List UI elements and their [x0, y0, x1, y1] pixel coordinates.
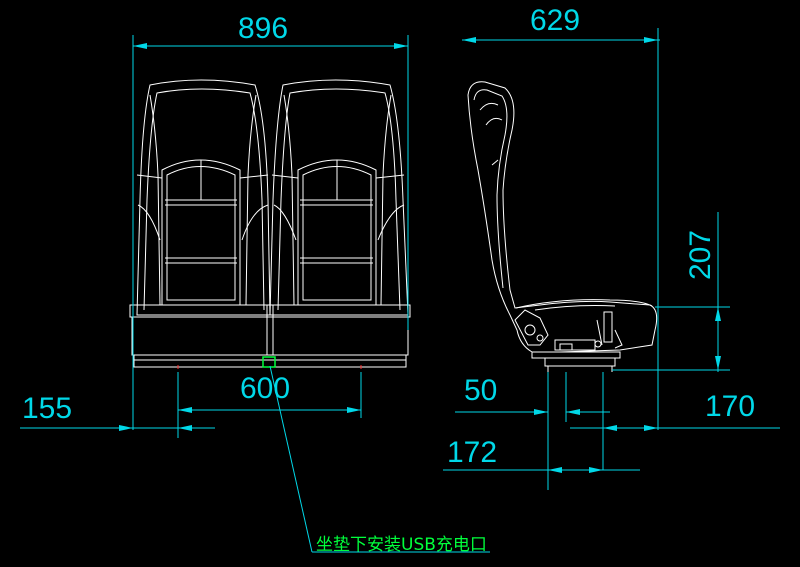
front-dimension-labels: 896 155 600	[22, 12, 290, 425]
side-dimension-labels: 629 50 170 172 207	[447, 4, 755, 469]
dim-rail-offset: 50	[464, 374, 497, 407]
side-view	[467, 81, 658, 372]
front-seat-left	[136, 79, 271, 316]
dim-front-edge: 155	[22, 392, 72, 425]
side-dimensions	[443, 28, 780, 490]
usb-port-marker	[262, 356, 276, 368]
dim-side-depth: 629	[530, 4, 580, 37]
usb-leader	[269, 365, 490, 553]
dim-rear-offset: 170	[705, 390, 755, 423]
dim-side-height: 207	[684, 230, 717, 280]
front-seat-cushion	[129, 304, 411, 368]
dim-base-depth: 172	[447, 436, 497, 469]
dim-front-width: 896	[238, 12, 288, 45]
front-view	[129, 79, 411, 369]
dim-leg-spacing: 600	[240, 372, 290, 405]
usb-note: 坐垫下安装USB充电口	[316, 535, 487, 555]
front-seat-right	[269, 79, 409, 316]
front-dimensions	[20, 35, 409, 438]
